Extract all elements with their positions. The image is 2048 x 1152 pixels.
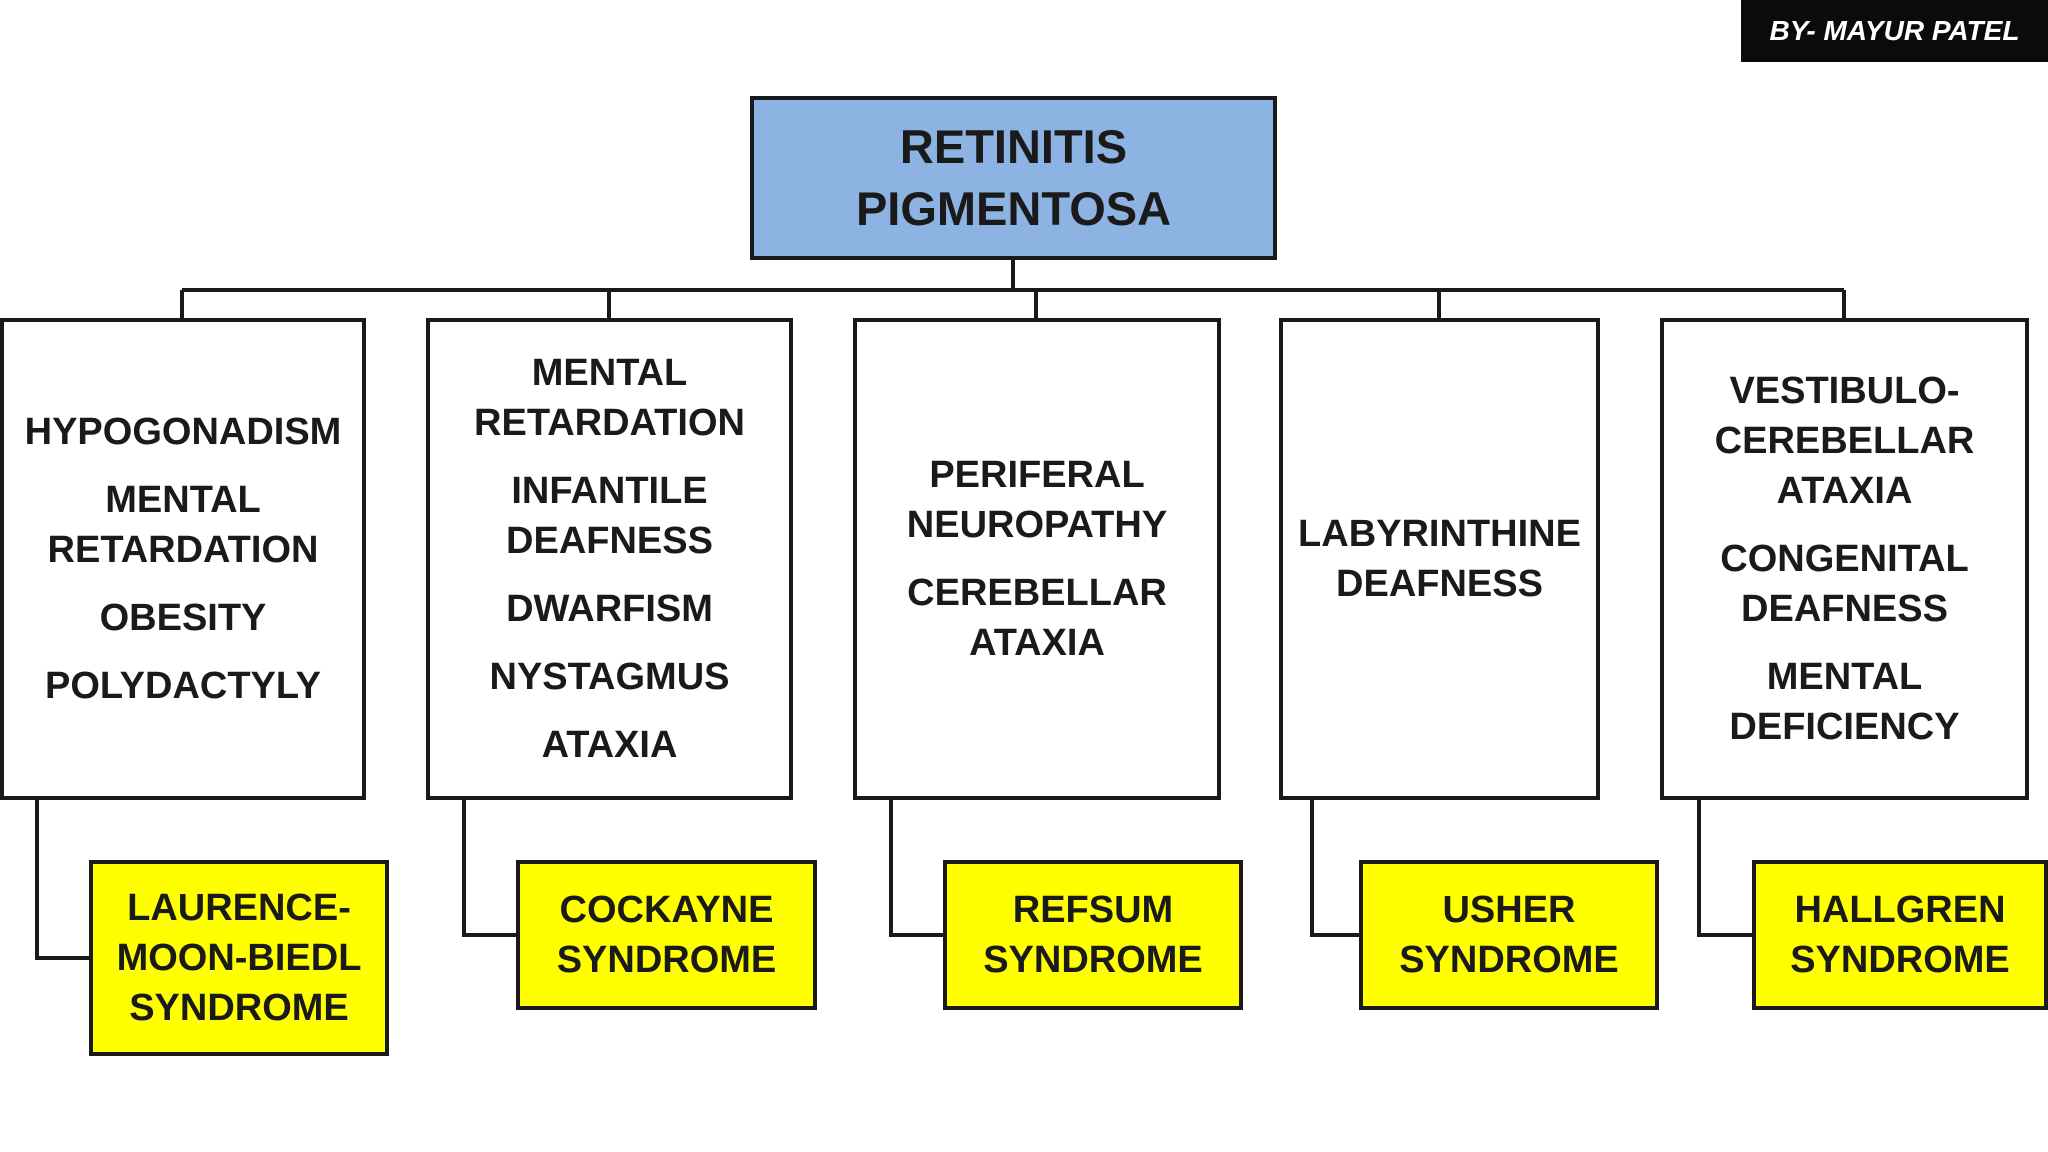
feature-item: NYSTAGMUS xyxy=(489,656,730,698)
feature-item: ATAXIA xyxy=(541,724,678,766)
elbow-connector-5 xyxy=(1697,800,1754,937)
feature-box-1: HYPOGONADISM MENTAL RETARDATION OBESITY … xyxy=(0,318,366,800)
feature-item: OBESITY xyxy=(99,597,267,639)
feature-item: HYPOGONADISM xyxy=(24,411,342,453)
syndrome-box-5: HALLGREN SYNDROME xyxy=(1752,860,2048,1010)
feature-item: INFANTILE DEAFNESS xyxy=(506,470,713,562)
root-node: RETINITIS PIGMENTOSA xyxy=(750,96,1277,260)
feature-box-4: LABYRINTHINE DEAFNESS xyxy=(1279,318,1600,800)
feature-item: DWARFISM xyxy=(506,588,713,630)
elbow-connector-1 xyxy=(35,800,91,960)
feature-item: VESTIBULO- CEREBELLAR ATAXIA xyxy=(1714,370,1975,512)
feature-item: PERIFERAL NEUROPATHY xyxy=(906,454,1168,546)
elbow-connector-4 xyxy=(1310,800,1361,937)
elbow-connector-2 xyxy=(462,800,518,937)
feature-item: MENTAL RETARDATION xyxy=(474,352,745,444)
feature-item: LABYRINTHINE DEAFNESS xyxy=(1298,513,1581,605)
author-credit: BY- MAYUR PATEL xyxy=(1741,0,2048,62)
elbow-connector-3 xyxy=(889,800,945,937)
syndrome-box-4: USHER SYNDROME xyxy=(1359,860,1659,1010)
feature-item: CONGENITAL DEAFNESS xyxy=(1720,538,1969,630)
feature-box-5: VESTIBULO- CEREBELLAR ATAXIA CONGENITAL … xyxy=(1660,318,2029,800)
feature-box-2: MENTAL RETARDATION INFANTILE DEAFNESS DW… xyxy=(426,318,793,800)
syndrome-box-1: LAURENCE- MOON-BIEDL SYNDROME xyxy=(89,860,389,1056)
feature-item: POLYDACTYLY xyxy=(45,665,321,707)
feature-box-3: PERIFERAL NEUROPATHY CEREBELLAR ATAXIA xyxy=(853,318,1221,800)
feature-item: MENTAL DEFICIENCY xyxy=(1729,656,1960,748)
feature-item: MENTAL RETARDATION xyxy=(47,479,319,571)
feature-item: CEREBELLAR ATAXIA xyxy=(907,572,1167,664)
syndrome-box-2: COCKAYNE SYNDROME xyxy=(516,860,817,1010)
syndrome-box-3: REFSUM SYNDROME xyxy=(943,860,1243,1010)
